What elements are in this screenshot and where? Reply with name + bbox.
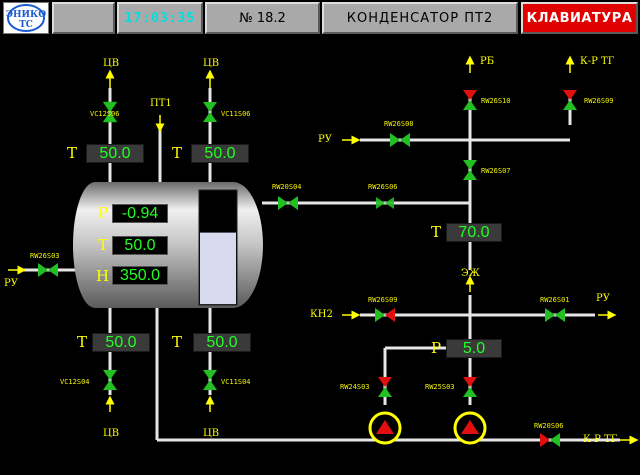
valve-label: RW26S03	[30, 252, 60, 260]
valve-rw26s07[interactable]	[463, 160, 477, 180]
svg-text:ЭНИКО: ЭНИКО	[6, 10, 46, 20]
readout-label: Т	[172, 333, 183, 351]
tank-level-fill	[200, 232, 236, 305]
tank-temp-readout: 50.0	[112, 236, 168, 255]
readout-label: Т	[67, 144, 78, 162]
valve-label: RW20S04	[272, 183, 302, 191]
tank-pressure-readout: -0.94	[112, 204, 168, 223]
pressure-readout-right: 5.0	[446, 339, 502, 358]
readout-label: Т	[77, 333, 88, 351]
clock-display: 17:03:35	[117, 2, 203, 34]
flow-arrows	[8, 55, 639, 445]
valve-label: RW25S03	[425, 383, 455, 391]
stream-label-ezh: ЭЖ	[461, 268, 480, 279]
keyboard-button[interactable]: КЛАВИАТУРА	[521, 2, 638, 34]
temp-readout-top-right: 50.0	[191, 144, 249, 163]
company-logo: ЭНИКО ТС	[3, 2, 49, 34]
valve-vc11s04[interactable]	[203, 370, 217, 390]
readout-label: Т	[431, 223, 442, 241]
valve-rw26s01[interactable]	[545, 308, 565, 322]
valve-label: RW26S01	[540, 296, 570, 304]
valve-label: VC11S04	[221, 378, 251, 386]
pump-1[interactable]	[368, 411, 402, 445]
stream-label-kr-tg: К-Р ТГ	[580, 56, 615, 67]
stream-label-rb: РБ	[480, 56, 495, 67]
stream-label-pt1: ПТ1	[150, 98, 172, 109]
valve-label: RW26S09	[584, 97, 614, 105]
screen-title: КОНДЕНСАТОР ПТ2	[322, 2, 518, 34]
valve-rw24s03[interactable]	[378, 377, 392, 397]
valve-label: RW26S09	[368, 296, 398, 304]
stream-label-cv: ЦВ	[103, 428, 120, 439]
stream-label-kr-tg: К-Р ТГ	[583, 434, 618, 445]
stream-label-ru: РУ	[4, 278, 18, 289]
valve-rw26s06[interactable]	[376, 197, 394, 209]
tank-t-label: Т	[98, 236, 109, 254]
blank-panel	[52, 2, 115, 34]
valve-vc11s06[interactable]	[203, 102, 217, 122]
temp-readout-top-left: 50.0	[86, 144, 144, 163]
temp-readout-bottom-right: 50.0	[193, 333, 251, 352]
tank-level-readout: 350.0	[112, 266, 168, 285]
svg-text:ТС: ТС	[19, 20, 33, 30]
valve-rw26s09-top[interactable]	[563, 90, 577, 110]
screen-number: № 18.2	[205, 2, 320, 34]
valve-label: RW26S08	[384, 120, 414, 128]
valve-rw25s03[interactable]	[463, 377, 477, 397]
valve-vc12s04[interactable]	[103, 370, 117, 390]
valve-rw20s04[interactable]	[278, 196, 298, 210]
tank-h-label: Н	[96, 267, 110, 285]
valve-label: VC12S06	[90, 110, 120, 118]
stream-label-cv: ЦВ	[103, 58, 120, 69]
valve-label: VC11S06	[221, 110, 251, 118]
pump-2[interactable]	[453, 411, 487, 445]
valve-rw20s06[interactable]	[540, 433, 560, 447]
tank-p-label: Р	[98, 204, 109, 222]
temp-readout-bottom-left: 50.0	[92, 333, 150, 352]
logo-graphic: ЭНИКО ТС	[6, 4, 46, 32]
readout-label: Т	[172, 144, 183, 162]
valve-label: RW26S10	[481, 97, 511, 105]
stream-label-cv: ЦВ	[203, 58, 220, 69]
valve-vc12s06[interactable]	[102, 101, 118, 123]
valve-rw26s09[interactable]	[375, 308, 395, 322]
valve-rw26s10[interactable]	[463, 90, 477, 110]
temp-readout-right: 70.0	[446, 223, 502, 242]
stream-label-cv: ЦВ	[203, 428, 220, 439]
valve-rw26s03[interactable]	[38, 263, 58, 277]
valve-label: RW20S06	[534, 422, 564, 430]
valve-label: RW26S06	[368, 183, 398, 191]
top-bar: ЭНИКО ТС 17:03:35 № 18.2 КОНДЕНСАТОР ПТ2…	[0, 0, 640, 36]
readout-label: Р	[431, 339, 442, 357]
stream-label-ru: РУ	[596, 293, 610, 304]
valve-rw26s08[interactable]	[390, 133, 410, 147]
valve-label: RW26S07	[481, 167, 511, 175]
stream-label-kn2: КН2	[310, 309, 333, 320]
valve-label: VC12S04	[60, 378, 90, 386]
valve-label: RW24S03	[340, 383, 370, 391]
stream-label-ru: РУ	[318, 134, 332, 145]
